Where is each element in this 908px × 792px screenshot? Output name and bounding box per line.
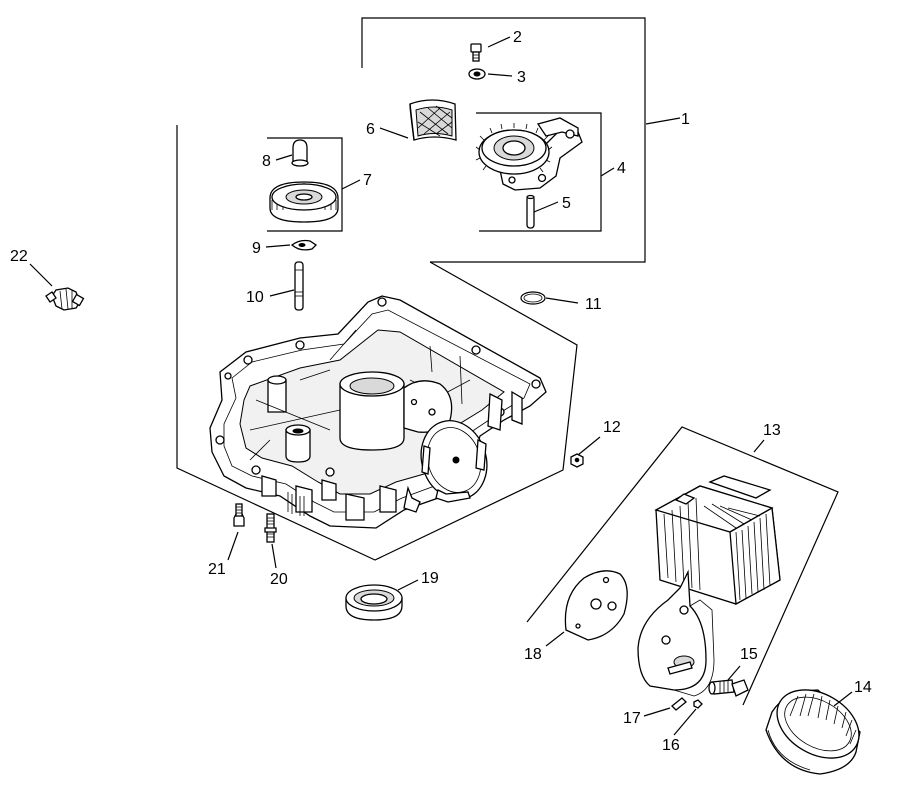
pickup-screen-part-6 xyxy=(409,99,457,141)
oil-pan-main-body xyxy=(209,295,547,529)
screw-part-16 xyxy=(693,699,703,709)
pump-gear xyxy=(475,123,553,175)
oil-pressure-switch-part-22 xyxy=(45,287,85,311)
pump-cover-plate xyxy=(420,420,488,503)
callout-22: 22 xyxy=(10,248,28,265)
callout-4: 4 xyxy=(617,160,626,177)
oil-cooler-part-13 xyxy=(637,475,781,697)
group-outline-oil-filter xyxy=(526,426,839,706)
callout-20: 20 xyxy=(270,571,288,588)
callout-9: 9 xyxy=(252,240,261,257)
callout-14: 14 xyxy=(854,679,872,696)
callout-5: 5 xyxy=(562,195,571,212)
washer-part-3 xyxy=(468,68,486,80)
pin-part-8 xyxy=(291,139,309,167)
oil-seal-part-19 xyxy=(345,584,403,621)
bolt-part-21 xyxy=(233,503,245,527)
pin-part-5 xyxy=(526,194,535,229)
callout-labels: 1 2 3 4 5 6 7 8 9 10 11 12 13 14 15 16 1… xyxy=(10,29,872,754)
leader-lines xyxy=(29,36,853,736)
nipple-part-15 xyxy=(708,679,749,697)
callout-3: 3 xyxy=(517,69,526,86)
group-outline-oil-pump xyxy=(361,17,646,263)
callout-15: 15 xyxy=(740,646,758,663)
pin-part-17 xyxy=(671,697,687,711)
callout-13: 13 xyxy=(763,422,781,439)
callout-8: 8 xyxy=(262,153,271,170)
callout-1: 1 xyxy=(681,111,690,128)
callout-10: 10 xyxy=(246,289,264,306)
callout-2: 2 xyxy=(513,29,522,46)
callout-19: 19 xyxy=(421,570,439,587)
gasket-part-18 xyxy=(564,570,628,641)
group-outline-subassembly-4 xyxy=(476,112,602,232)
oil-pump-assembly-part-4 xyxy=(475,117,583,191)
nut-part-12 xyxy=(570,453,584,468)
group-outline-oil-pan xyxy=(176,125,578,561)
callout-7: 7 xyxy=(363,172,372,189)
callout-16: 16 xyxy=(662,737,680,754)
oil-filter-part-14 xyxy=(765,689,861,775)
callout-11: 11 xyxy=(585,296,602,313)
callout-6: 6 xyxy=(366,121,375,138)
callout-17: 17 xyxy=(623,710,641,727)
group-outline-subassembly-7 xyxy=(267,137,343,232)
stud-part-20 xyxy=(264,513,277,543)
screw-part-2 xyxy=(470,43,482,62)
washer-part-9 xyxy=(290,239,318,251)
callout-12: 12 xyxy=(603,419,621,436)
callout-21: 21 xyxy=(208,561,226,578)
o-ring-part-11 xyxy=(520,291,546,305)
callout-18: 18 xyxy=(524,646,542,663)
gear-part-7 xyxy=(269,181,339,223)
shaft-part-10 xyxy=(294,261,304,311)
